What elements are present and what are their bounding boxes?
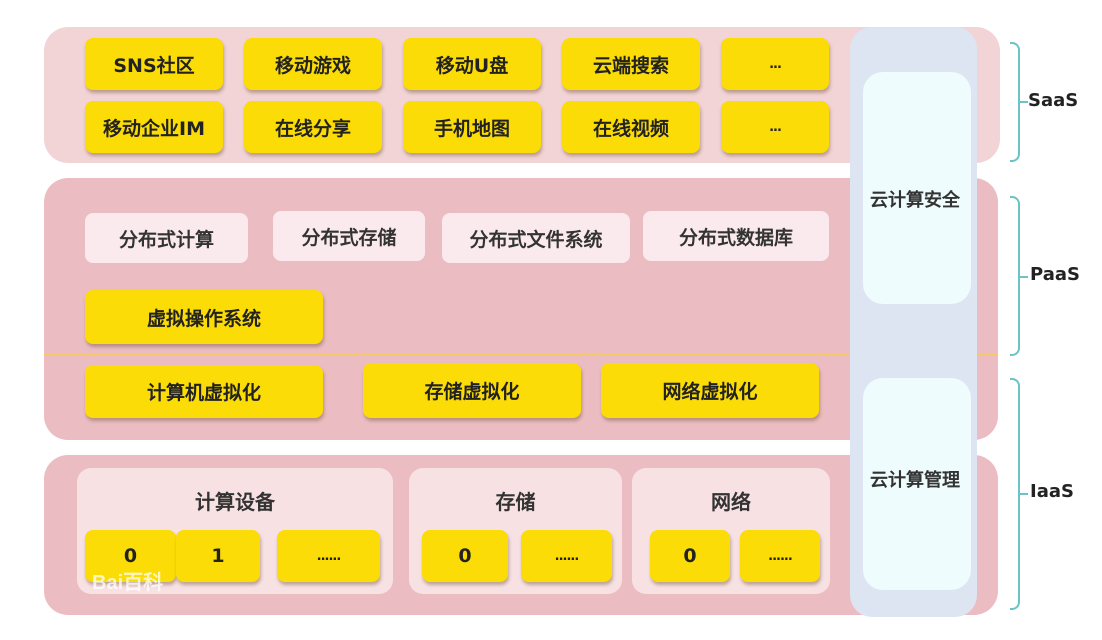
- paas-virtual-os: 虚拟操作系统: [85, 290, 323, 344]
- network-device-0: 0: [650, 530, 730, 582]
- compute-device-0: 0: [85, 530, 176, 582]
- paas-bracket-tick: [1020, 276, 1028, 278]
- storage-device-0: 0: [422, 530, 508, 582]
- paas-bracket: [1010, 196, 1020, 356]
- saas-item-mobile-map: 手机地图: [403, 101, 541, 153]
- paas-iaas-divider: [44, 353, 998, 356]
- iaas-label: IaaS: [1030, 481, 1074, 502]
- saas-item-mobile-im: 移动企业IM: [85, 101, 223, 153]
- paas-distributed-database: 分布式数据库: [643, 211, 829, 261]
- paas-distributed-computing: 分布式计算: [85, 213, 248, 263]
- saas-bracket: [1010, 42, 1020, 162]
- saas-item-sns: SNS社区: [85, 38, 223, 90]
- saas-item-online-video: 在线视频: [562, 101, 700, 153]
- saas-item-more: ...: [721, 38, 829, 90]
- compute-device-1: 1: [176, 530, 260, 582]
- management-label: 云计算管理: [870, 470, 960, 491]
- iaas-bracket: [1010, 378, 1020, 610]
- saas-item-mobile-usb: 移动U盘: [403, 38, 541, 90]
- saas-item-cloud-search: 云端搜索: [562, 38, 700, 90]
- iaas-group-title: 网络: [711, 490, 751, 514]
- iaas-group-title: 计算设备: [195, 490, 275, 514]
- management-panel: [863, 378, 971, 590]
- saas-label: SaaS: [1028, 90, 1079, 111]
- paas-distributed-storage: 分布式存储: [273, 211, 425, 261]
- iaas-bracket-tick: [1020, 493, 1028, 495]
- virtualization-storage: 存储虚拟化: [363, 363, 581, 418]
- compute-device-more: ......: [277, 530, 380, 582]
- paas-distributed-file-system: 分布式文件系统: [442, 213, 630, 263]
- paas-label: PaaS: [1030, 264, 1080, 285]
- saas-bracket-tick: [1020, 101, 1028, 103]
- iaas-group-title: 存储: [495, 490, 536, 514]
- virtualization-network: 网络虚拟化: [601, 363, 819, 418]
- saas-item-mobile-games: 移动游戏: [244, 38, 382, 90]
- network-device-more: ......: [740, 530, 820, 582]
- virtualization-computer: 计算机虚拟化: [85, 365, 323, 418]
- storage-device-more: ......: [521, 530, 612, 582]
- baidu-watermark: Bai百科: [92, 572, 164, 594]
- security-label: 云计算安全: [870, 190, 960, 211]
- saas-item-online-share: 在线分享: [244, 101, 382, 153]
- security-panel: [863, 72, 971, 304]
- saas-item-more: ...: [721, 101, 829, 153]
